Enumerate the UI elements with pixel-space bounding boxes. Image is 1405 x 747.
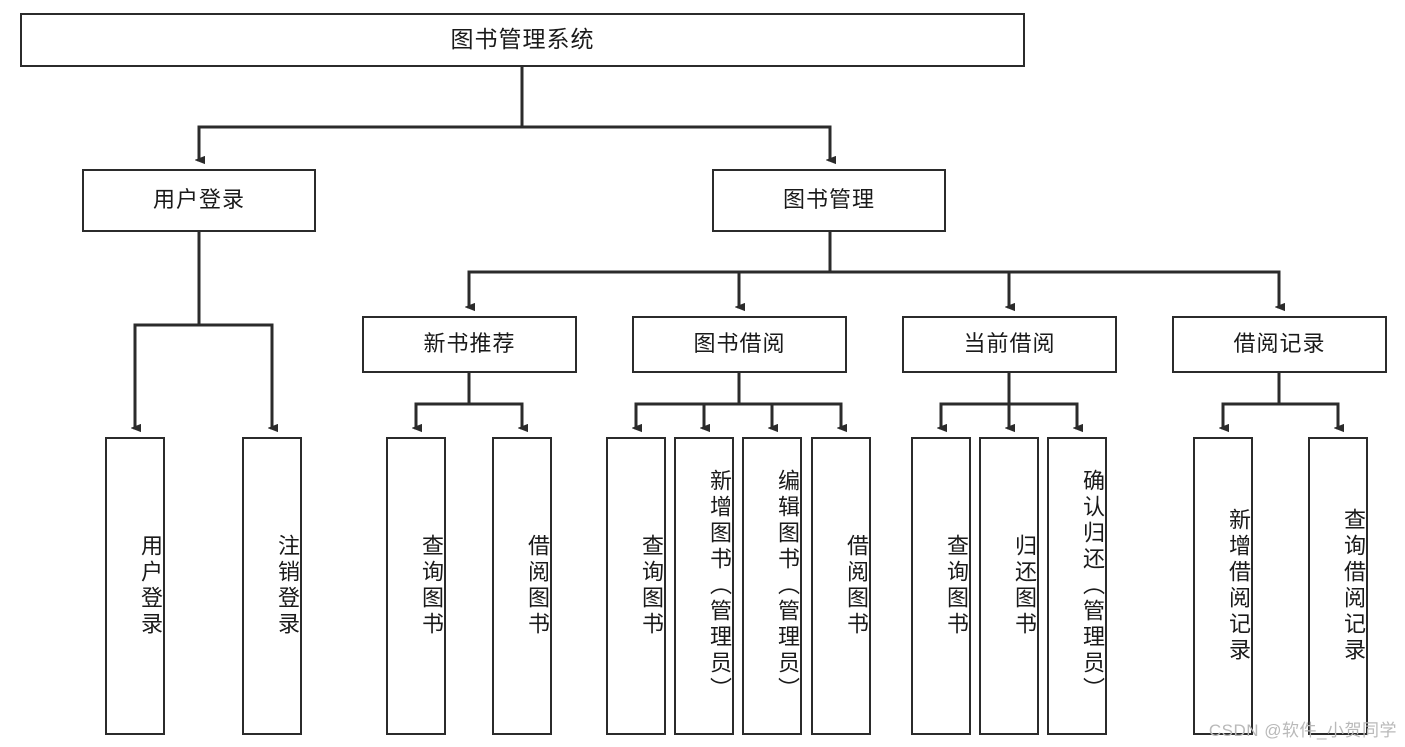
node-leaf-borrow-book-1[interactable]: 借阅图书 xyxy=(492,437,552,735)
node-new-book-recommend-label: 新书推荐 xyxy=(423,331,516,357)
node-leaf-return-book-label: 归还图书 xyxy=(1012,534,1037,638)
node-leaf-return-book[interactable]: 归还图书 xyxy=(979,437,1039,735)
node-leaf-edit-book-label: 编辑图书（管理员） xyxy=(775,469,800,703)
node-leaf-query-book-2-label: 查询图书 xyxy=(639,534,664,638)
node-leaf-borrow-book-1-label: 借阅图书 xyxy=(525,534,550,638)
node-current-borrow-label: 当前借阅 xyxy=(963,331,1056,357)
node-leaf-confirm-return-label: 确认归还（管理员） xyxy=(1080,469,1105,703)
node-book-borrow-label: 图书借阅 xyxy=(693,331,786,357)
node-book-management[interactable]: 图书管理 xyxy=(712,169,946,232)
node-leaf-logout-login[interactable]: 注销登录 xyxy=(242,437,302,735)
node-leaf-confirm-return[interactable]: 确认归还（管理员） xyxy=(1047,437,1107,735)
node-root-label: 图书管理系统 xyxy=(450,26,595,53)
node-leaf-query-book-2[interactable]: 查询图书 xyxy=(606,437,666,735)
node-book-borrow[interactable]: 图书借阅 xyxy=(632,316,847,373)
node-leaf-edit-book[interactable]: 编辑图书（管理员） xyxy=(742,437,802,735)
node-leaf-add-book[interactable]: 新增图书（管理员） xyxy=(674,437,734,735)
node-user-login[interactable]: 用户登录 xyxy=(82,169,316,232)
node-book-management-label: 图书管理 xyxy=(782,187,875,213)
node-leaf-user-login-label: 用户登录 xyxy=(138,534,163,638)
node-leaf-add-borrow-record-label: 新增借阅记录 xyxy=(1226,508,1251,664)
node-leaf-logout-login-label: 注销登录 xyxy=(275,534,300,638)
node-current-borrow[interactable]: 当前借阅 xyxy=(902,316,1117,373)
node-user-login-label: 用户登录 xyxy=(152,187,245,213)
node-leaf-query-book-1[interactable]: 查询图书 xyxy=(386,437,446,735)
node-borrow-record-label: 借阅记录 xyxy=(1233,331,1326,357)
node-leaf-query-book-3[interactable]: 查询图书 xyxy=(911,437,971,735)
node-borrow-record[interactable]: 借阅记录 xyxy=(1172,316,1387,373)
node-leaf-borrow-book-2-label: 借阅图书 xyxy=(844,534,869,638)
node-leaf-user-login[interactable]: 用户登录 xyxy=(105,437,165,735)
node-leaf-query-borrow-record-label: 查询借阅记录 xyxy=(1341,508,1366,664)
node-leaf-borrow-book-2[interactable]: 借阅图书 xyxy=(811,437,871,735)
node-leaf-query-book-3-label: 查询图书 xyxy=(944,534,969,638)
node-leaf-query-book-1-label: 查询图书 xyxy=(419,534,444,638)
node-leaf-add-borrow-record[interactable]: 新增借阅记录 xyxy=(1193,437,1253,735)
node-root[interactable]: 图书管理系统 xyxy=(20,13,1025,67)
node-leaf-add-book-label: 新增图书（管理员） xyxy=(707,469,732,703)
node-leaf-query-borrow-record[interactable]: 查询借阅记录 xyxy=(1308,437,1368,735)
node-new-book-recommend[interactable]: 新书推荐 xyxy=(362,316,577,373)
